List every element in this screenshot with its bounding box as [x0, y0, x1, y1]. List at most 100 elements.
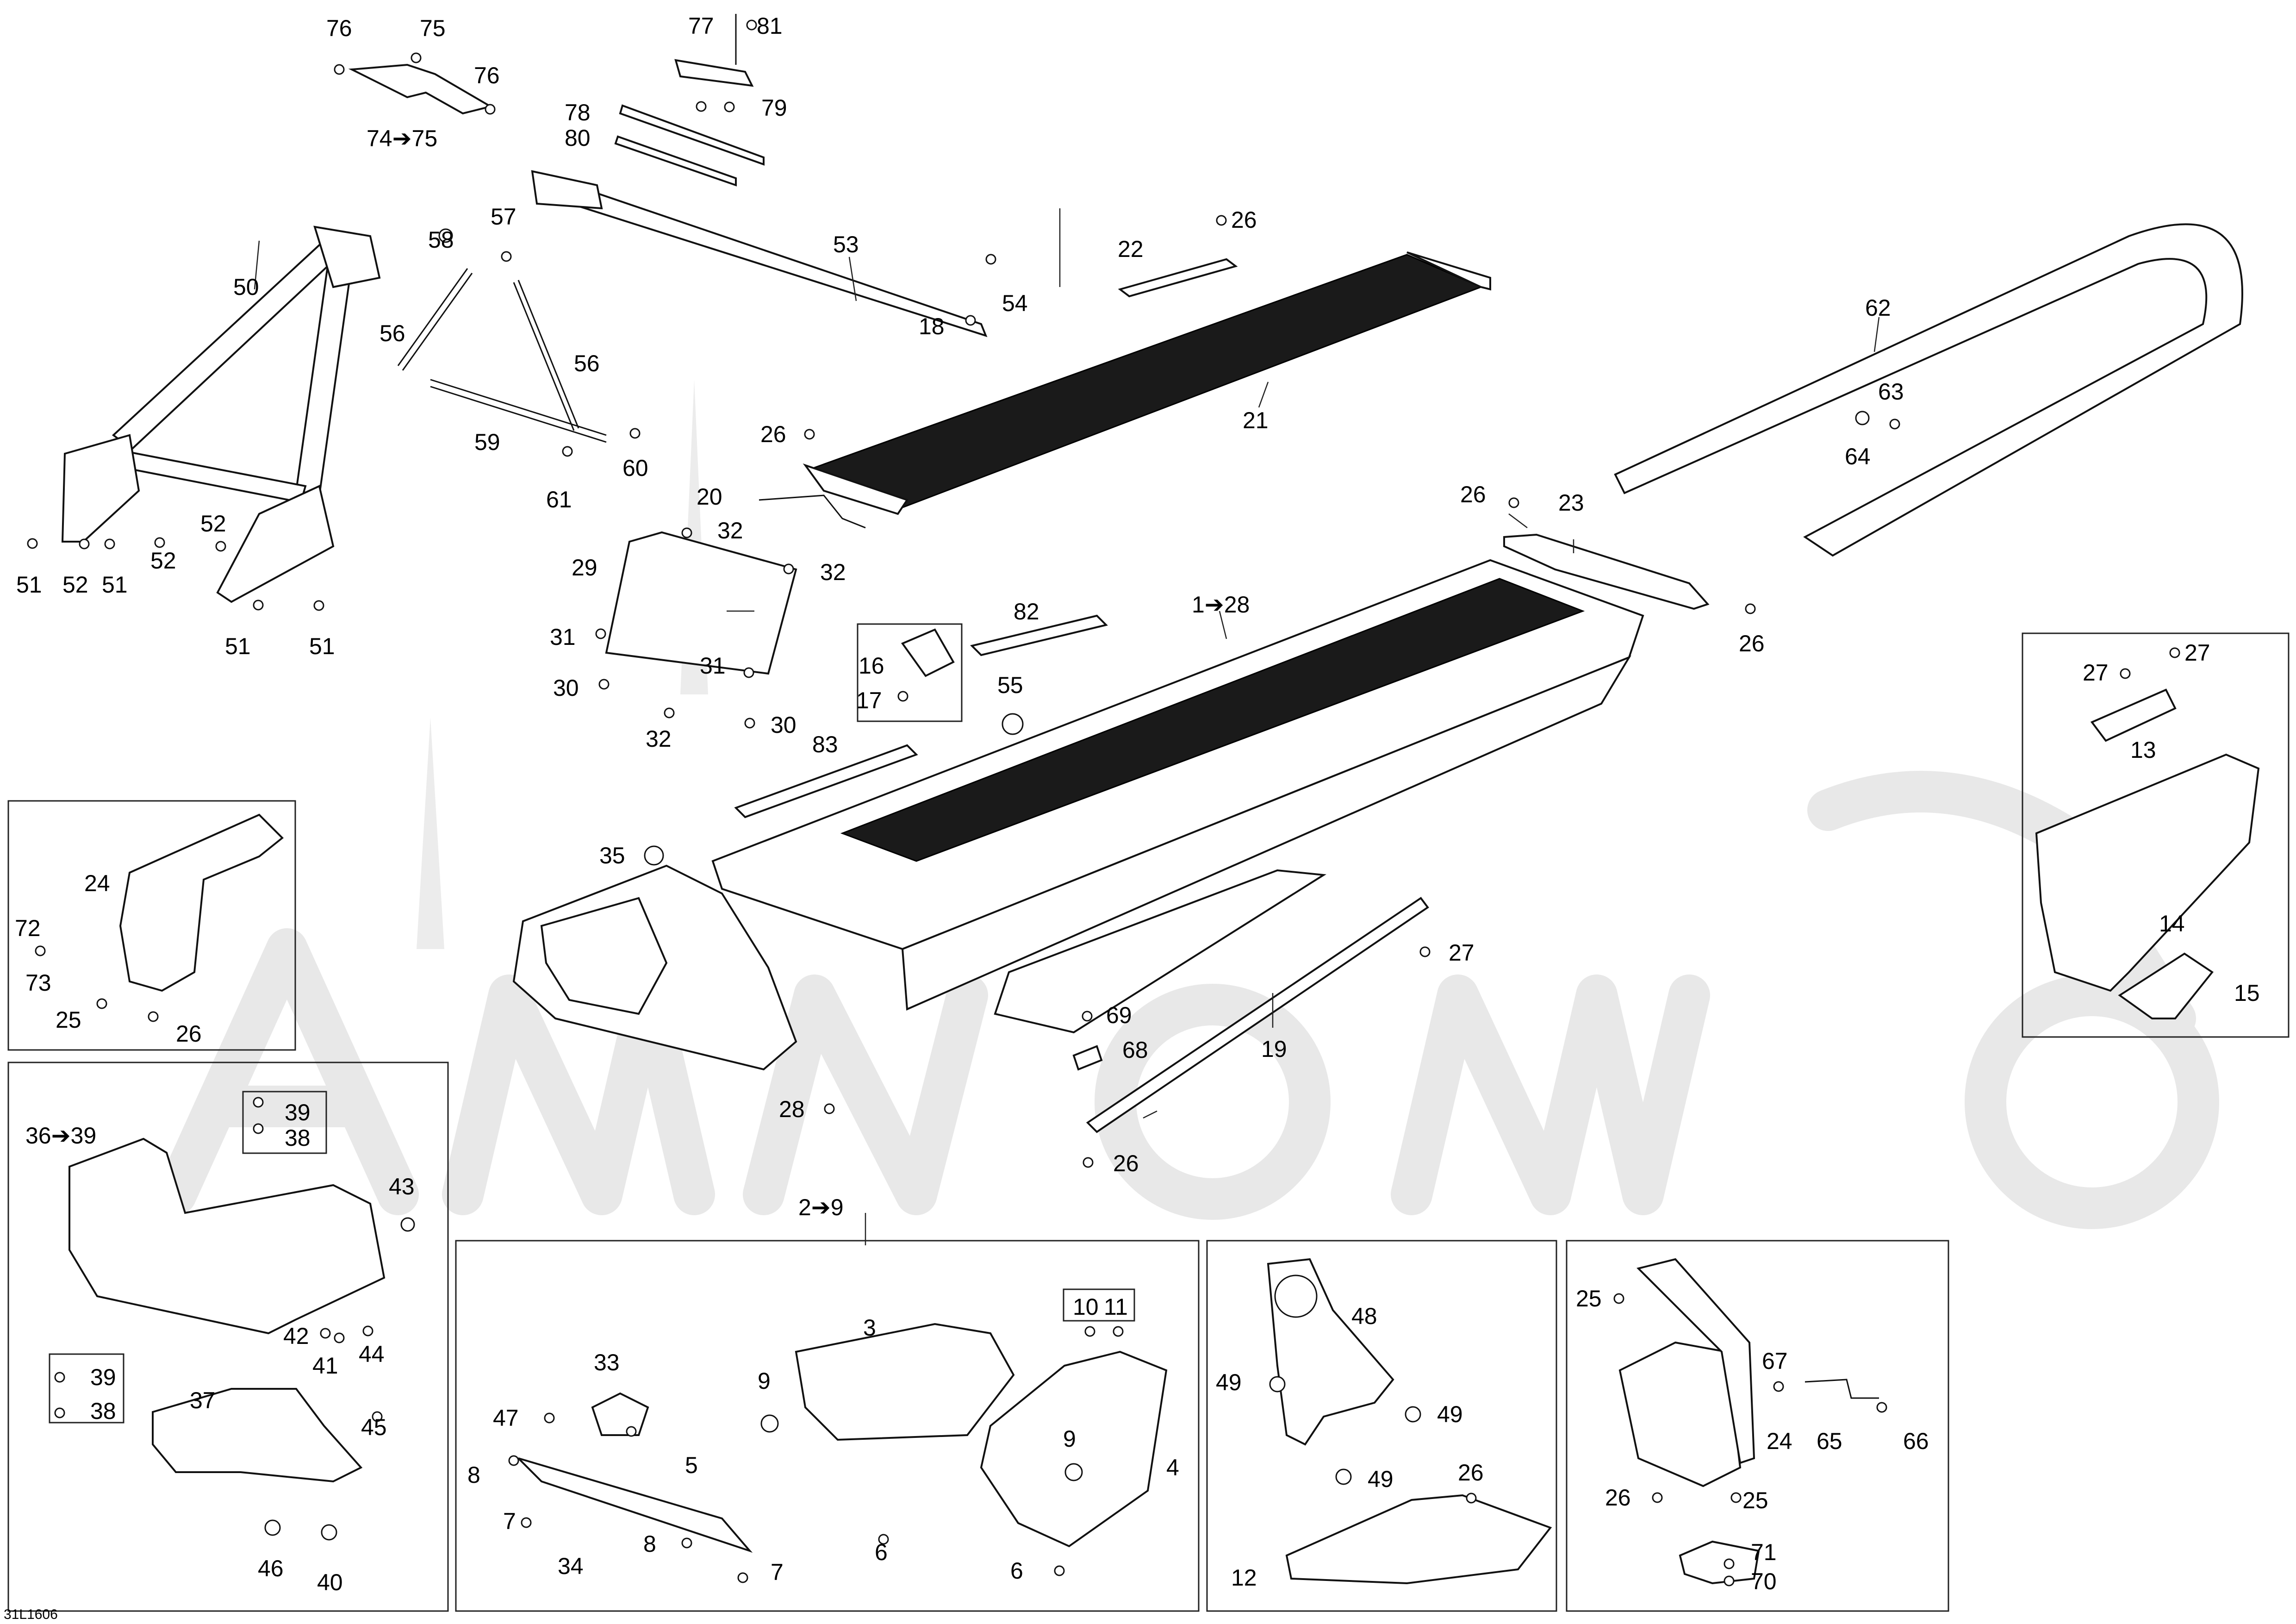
callout-55: 55 — [997, 672, 1023, 698]
callout-74: 74➔75 — [367, 125, 437, 151]
callout-38b: 38 — [90, 1398, 116, 1424]
callout-26g: 26 — [1458, 1460, 1484, 1486]
callout-59: 59 — [474, 429, 500, 455]
callout-26e: 26 — [1113, 1150, 1139, 1176]
frame-10-11 — [1063, 1288, 1135, 1322]
callout-27a: 27 — [1449, 940, 1475, 966]
callout-28: 28 — [779, 1096, 805, 1122]
callout-23: 23 — [1558, 490, 1584, 516]
part-48-bracket — [1267, 1258, 1394, 1446]
callout-46: 46 — [258, 1555, 284, 1581]
callout-51d: 51 — [309, 633, 335, 659]
callout-25c: 25 — [1742, 1487, 1768, 1513]
callout-21: 21 — [1243, 407, 1269, 433]
callout-26h: 26 — [1605, 1485, 1631, 1511]
callout-82: 82 — [1014, 599, 1039, 625]
callout-69: 69 — [1106, 1002, 1132, 1028]
callout-83: 83 — [812, 731, 838, 757]
callout-20: 20 — [697, 484, 722, 510]
callout-1: 1➔28 — [1192, 592, 1250, 618]
callout-4: 4 — [1166, 1455, 1179, 1480]
callout-64: 64 — [1845, 443, 1871, 469]
callout-33: 33 — [594, 1349, 620, 1375]
callout-61: 61 — [546, 487, 572, 512]
part-21-tunnel-cover — [803, 251, 1491, 515]
frame-48-49 — [1206, 1240, 1557, 1612]
callout-37: 37 — [190, 1387, 216, 1413]
callout-8b: 8 — [643, 1531, 656, 1557]
frame-bracket-24 — [7, 800, 296, 1051]
callout-26b: 26 — [760, 421, 786, 447]
part-77-81-rods — [614, 14, 765, 187]
callout-24a: 24 — [84, 870, 110, 896]
callout-29: 29 — [572, 555, 597, 581]
watermark-logo — [155, 380, 2219, 1229]
frame-39-38-top — [242, 1091, 327, 1154]
callout-39b: 39 — [90, 1364, 116, 1390]
callout-49b: 49 — [1437, 1401, 1463, 1427]
callout-56a: 56 — [380, 320, 405, 346]
callout-75a: 75 — [420, 15, 446, 41]
callout-76b: 76 — [474, 62, 500, 88]
part-53-strut — [531, 170, 988, 337]
part-33-block — [591, 1392, 649, 1436]
callout-30b: 30 — [771, 712, 796, 738]
callout-13: 13 — [2130, 737, 2156, 763]
part-24-bracket-right — [1618, 1258, 1755, 1487]
callout-62: 62 — [1865, 295, 1891, 321]
callout-25a: 25 — [56, 1007, 81, 1033]
part-20-bracket — [759, 494, 866, 529]
callout-41: 41 — [312, 1353, 338, 1379]
callout-9a: 9 — [758, 1368, 771, 1394]
callout-22: 22 — [1118, 236, 1144, 262]
callout-67: 67 — [1762, 1348, 1788, 1374]
callout-3: 3 — [863, 1315, 876, 1341]
callout-26d: 26 — [1739, 631, 1765, 656]
callout-39a: 39 — [285, 1099, 311, 1125]
callout-2: 2➔9 — [798, 1194, 844, 1220]
callout-31a: 31 — [550, 624, 576, 650]
frame-39-38-bottom — [49, 1353, 124, 1424]
callout-labels: 76 75 76 74➔75 77 81 78 79 80 50 58 57 5… — [4, 13, 2260, 1622]
callout-15: 15 — [2234, 980, 2260, 1006]
callout-51a: 51 — [16, 572, 42, 598]
callout-30a: 30 — [553, 675, 579, 701]
callout-6b: 6 — [1010, 1558, 1023, 1584]
callout-76a: 76 — [326, 15, 352, 41]
part-68-bracket — [1072, 1045, 1103, 1071]
callout-79: 79 — [761, 95, 787, 121]
part-5-plate — [517, 1457, 753, 1553]
callout-57: 57 — [491, 204, 516, 230]
part-4-lower-frame — [980, 1350, 1168, 1548]
callout-12: 12 — [1231, 1565, 1257, 1591]
part-62-rear-bumper — [1614, 223, 2243, 557]
frame-2-9 — [455, 1240, 1200, 1612]
callout-51c: 51 — [225, 633, 251, 659]
callout-10: 10 — [1073, 1294, 1099, 1320]
part-15-guide — [2118, 952, 2214, 1019]
callout-52b: 52 — [200, 511, 226, 537]
callout-42: 42 — [283, 1323, 309, 1349]
callout-49c: 49 — [1368, 1466, 1394, 1492]
part-74-76-bracket — [348, 63, 493, 115]
callout-58: 58 — [428, 227, 454, 253]
part-1-tunnel-chassis — [512, 559, 1644, 1071]
callout-25b: 25 — [1576, 1286, 1602, 1312]
callout-65: 65 — [1817, 1428, 1842, 1454]
part-29-panel — [605, 531, 797, 675]
callout-26f: 26 — [176, 1021, 202, 1047]
callout-11: 11 — [1104, 1294, 1128, 1320]
part-50-frame-upper — [61, 225, 381, 603]
callout-35: 35 — [599, 843, 625, 868]
callout-6a: 6 — [875, 1539, 888, 1565]
callout-7a: 7 — [503, 1508, 516, 1534]
callout-32c: 32 — [646, 726, 672, 752]
callout-43: 43 — [389, 1174, 415, 1199]
part-3-front-bulkhead — [795, 1323, 1015, 1441]
part-14-mud-flap — [2035, 753, 2260, 992]
callout-49a: 49 — [1216, 1369, 1242, 1395]
part-24-bracket — [119, 813, 284, 992]
callout-48: 48 — [1351, 1303, 1377, 1329]
callout-72: 72 — [15, 915, 41, 941]
